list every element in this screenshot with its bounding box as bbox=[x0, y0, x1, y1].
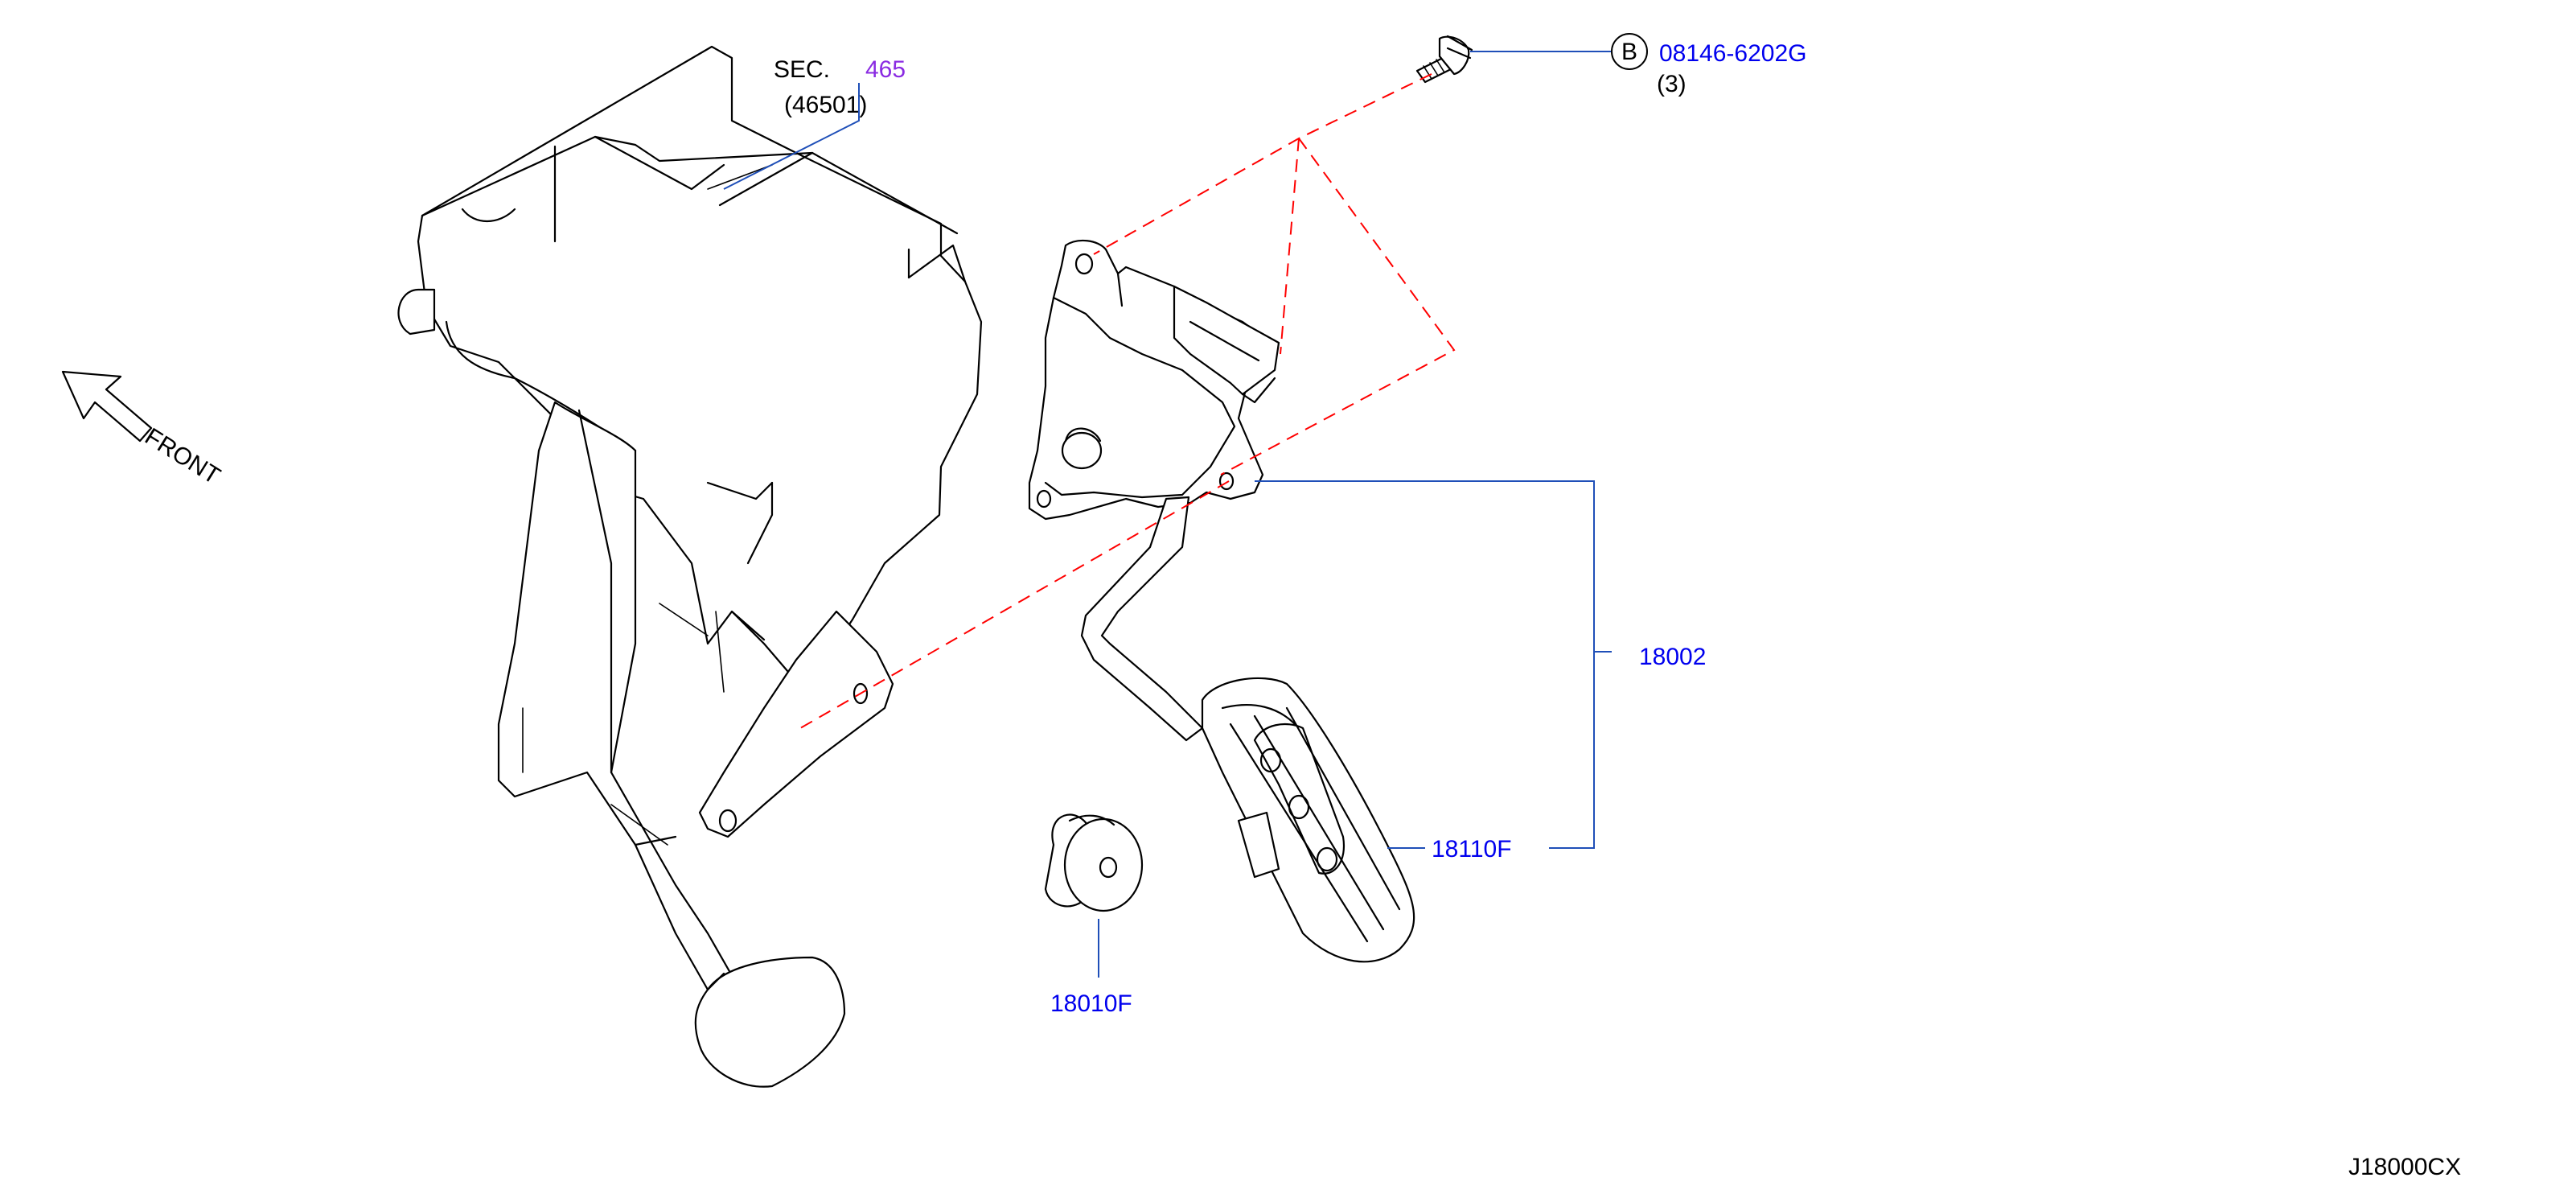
section-ref-number[interactable]: 465 bbox=[865, 56, 906, 83]
pedal-assembly-part-number[interactable]: 18002 bbox=[1639, 644, 1706, 670]
accelerator-pedal-assembly bbox=[1028, 239, 1415, 963]
section-ref-prefix: SEC. bbox=[774, 56, 830, 83]
bolt-quantity: (3) bbox=[1657, 71, 1687, 97]
bolt-part-number[interactable]: 08146-6202G bbox=[1659, 40, 1807, 67]
bolt-marker-circle bbox=[1611, 33, 1648, 70]
leader-lines bbox=[723, 51, 1612, 978]
drawing-id: J18000CX bbox=[2348, 1154, 2461, 1180]
pedal-stopper bbox=[1044, 813, 1144, 912]
bolt-icon bbox=[1415, 35, 1473, 84]
section-ref-sub: (46501) bbox=[784, 92, 867, 118]
pedal-pad-part-number[interactable]: 18110F bbox=[1432, 836, 1512, 863]
front-arrow-icon bbox=[61, 370, 153, 443]
bolt-marker-letter: B bbox=[1621, 39, 1637, 65]
brake-pedal-bracket bbox=[397, 45, 983, 1088]
front-label: FRONT bbox=[140, 423, 224, 490]
stopper-part-number[interactable]: 18010F bbox=[1050, 990, 1132, 1017]
phantom-lines bbox=[795, 73, 1456, 731]
